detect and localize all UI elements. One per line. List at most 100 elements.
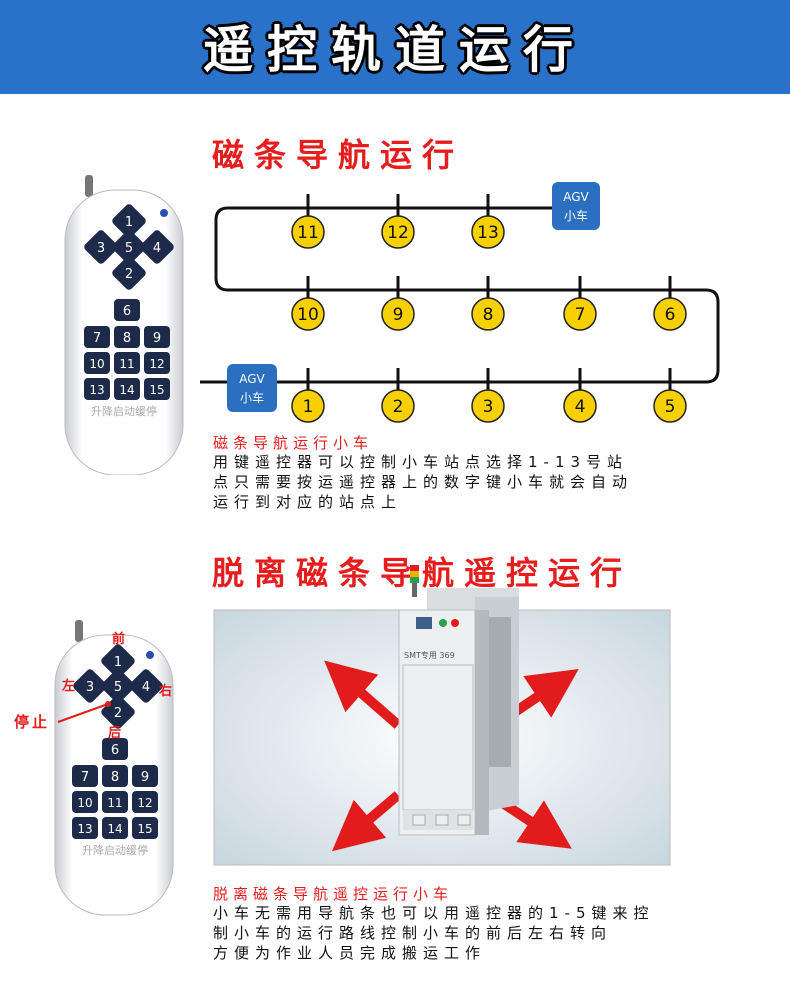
station-marker (471, 297, 505, 331)
key-12 (144, 352, 170, 374)
key-6 (114, 299, 140, 321)
dpad-label-1: 1 (114, 655, 122, 670)
remote-footer: 升降启动缓停 (82, 843, 148, 857)
section2-caption-line2: 制小车的运行路线控制小车的前后左右转向 (213, 924, 613, 942)
section1-caption-line1: 用键遥控器可以控制小车站点选择1-13号站 (213, 453, 629, 471)
key-label: 9 (141, 770, 149, 785)
station-label: 11 (297, 223, 319, 243)
label-stop: 停止 (14, 713, 50, 731)
key-7 (72, 765, 98, 787)
key-11 (102, 791, 128, 813)
station-marker (381, 389, 415, 423)
station-marker (291, 297, 325, 331)
key-label: 8 (123, 331, 131, 346)
key-label: 6 (111, 743, 119, 758)
key-label: 6 (123, 304, 131, 319)
magnetic-track (200, 206, 720, 384)
led-icon (146, 651, 154, 659)
station-label: 12 (387, 223, 409, 243)
label-back: 后 (108, 725, 121, 740)
remote-control-1: 1 3 5 4 2 6 7 8 9 10 11 12 13 14 15 升降启动… (64, 175, 184, 475)
station-marker (563, 297, 597, 331)
station-marker (381, 297, 415, 331)
dpad-key-1 (101, 644, 135, 678)
dpad-key-4 (140, 230, 174, 264)
dpad-key-1 (112, 204, 146, 238)
remote-control-2: 1 3 5 4 2 6 7 8 9 10 11 12 13 14 15 升降启动… (54, 620, 174, 916)
key-label: 15 (137, 822, 152, 836)
key-12 (132, 791, 158, 813)
agv-badge-top: AGV 小车 (552, 182, 600, 230)
station-marker (471, 389, 505, 423)
agv-machine: SMT专用 369 (398, 565, 519, 836)
key-6 (102, 738, 128, 760)
antenna-icon (85, 175, 93, 197)
station-label: 10 (297, 305, 319, 325)
direction-labels: 前 左 右 后 停止 (14, 631, 172, 740)
station-marker (653, 297, 687, 331)
dpad-key-5 (112, 230, 146, 264)
key-13 (84, 378, 110, 400)
dpad-label-3: 3 (86, 680, 94, 695)
station-marker (653, 389, 687, 423)
station-marker (381, 215, 415, 249)
dpad-label-5: 5 (114, 680, 122, 695)
dpad-key-2 (112, 256, 146, 290)
section1-caption-title: 磁条导航运行小车 (213, 434, 374, 452)
key-label: 13 (77, 822, 92, 836)
key-13 (72, 817, 98, 839)
key-9 (144, 326, 170, 348)
number-keys: 6 7 8 9 10 11 12 13 14 15 (84, 299, 170, 400)
dpad-key-5 (101, 669, 135, 703)
agv-photo: SMT专用 369 (213, 565, 671, 866)
dpad-label-4: 4 (142, 680, 150, 695)
dpad-key-4 (129, 669, 163, 703)
agv-label-line1: AGV (563, 190, 589, 204)
key-label: 10 (77, 796, 92, 810)
key-label: 10 (89, 357, 104, 371)
section1-caption-line3: 运行到对应的站点上 (213, 493, 403, 511)
station-label: 5 (665, 397, 676, 417)
dpad-key-3 (84, 230, 118, 264)
agv-label-line1: AGV (239, 372, 265, 386)
key-9 (132, 765, 158, 787)
key-label: 11 (119, 357, 134, 371)
dpad-group: 1 3 5 4 2 (84, 204, 174, 290)
station-label: 7 (575, 305, 586, 325)
led-icon (160, 209, 168, 217)
dpad-label-3: 3 (97, 241, 105, 256)
station-label: 8 (483, 305, 494, 325)
key-8 (114, 326, 140, 348)
agv-label-line2: 小车 (564, 208, 588, 223)
station-marker (563, 389, 597, 423)
stop-pointer-dot (105, 701, 111, 707)
label-right: 右 (158, 683, 172, 699)
antenna-icon (75, 620, 83, 642)
station-label: 13 (477, 223, 499, 243)
key-label: 7 (93, 331, 101, 346)
station-marker (291, 215, 325, 249)
number-keys: 6 7 8 9 10 11 12 13 14 15 (72, 738, 158, 839)
section1-caption-line2: 点只需要按运遥控器上的数字键小车就会自动 (213, 473, 634, 491)
agv-badge-bottom: AGV 小车 (227, 364, 277, 412)
label-front: 前 (112, 631, 125, 647)
arrow-front-left (324, 660, 402, 729)
dpad-label-5: 5 (125, 241, 133, 256)
arrow-back-left (331, 791, 402, 852)
agv-label-line2: 小车 (240, 390, 264, 405)
label-left: 左 (62, 678, 75, 694)
station-marker (471, 215, 505, 249)
key-10 (72, 791, 98, 813)
dpad-label-2: 2 (114, 706, 122, 721)
station-label: 4 (575, 397, 586, 417)
key-label: 12 (149, 357, 164, 371)
dpad-label-4: 4 (153, 241, 161, 256)
key-label: 15 (149, 383, 164, 397)
key-7 (84, 326, 110, 348)
station-marker (291, 389, 325, 423)
machine-badge: SMT专用 369 (404, 650, 455, 660)
dpad-label-2: 2 (125, 267, 133, 282)
section2-caption-line1: 小车无需用导航条也可以用遥控器的1-5键来控 (213, 904, 655, 922)
station-label: 3 (483, 397, 494, 417)
key-15 (132, 817, 158, 839)
